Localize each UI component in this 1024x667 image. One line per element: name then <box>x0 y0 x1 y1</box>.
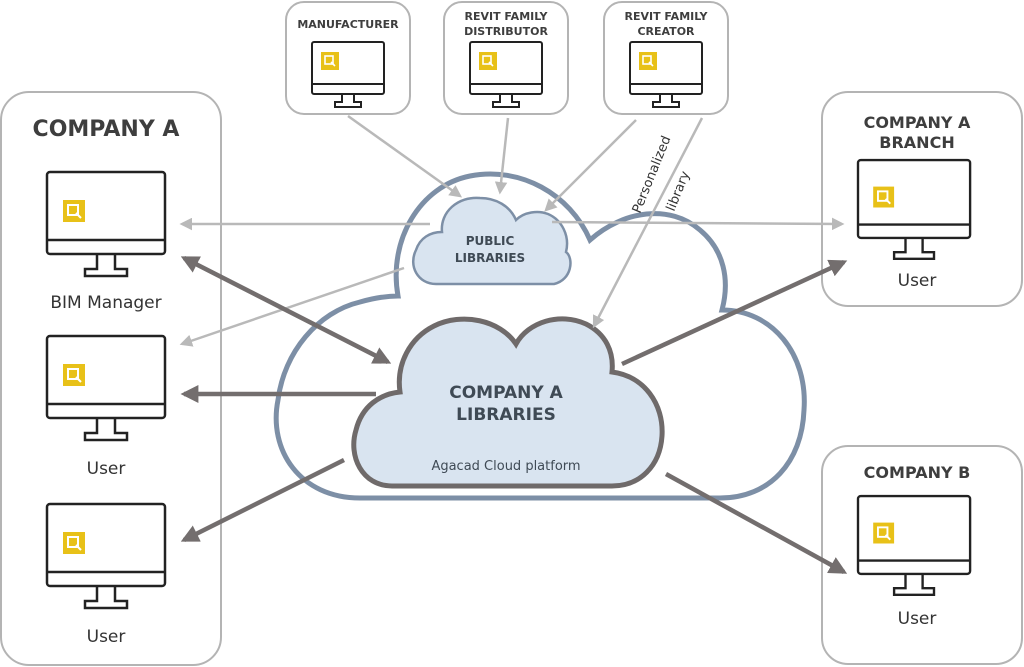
personalized-label-2: library <box>664 169 694 214</box>
arrow-libraries-to-user2 <box>180 457 346 543</box>
company-b-title: COMPANY B <box>864 463 971 482</box>
distributor-label-2: DISTRIBUTOR <box>464 25 548 38</box>
branch-title-2: BRANCH <box>879 133 954 152</box>
user2-label: User <box>87 627 126 647</box>
public-libraries-label-1: PUBLIC <box>466 234 515 248</box>
distributor-label-1: REVIT FAMILY <box>465 10 549 23</box>
branch-user-label: User <box>898 271 937 291</box>
creator-label-1: REVIT FAMILY <box>625 10 709 23</box>
bim-manager-label: BIM Manager <box>50 293 161 313</box>
public-libraries-label-2: LIBRARIES <box>455 251 525 265</box>
arrow-libraries-to-branch <box>621 259 848 367</box>
platform-label: Agacad Cloud platform <box>431 459 580 474</box>
company-b-user-label: User <box>898 609 937 629</box>
public-libraries-cloud <box>411 196 572 286</box>
arrow-manufacturer-to-public <box>347 114 463 198</box>
manufacturer-label: MANUFACTURER <box>297 18 399 31</box>
user1-label: User <box>87 459 126 479</box>
creator-label-2: CREATOR <box>637 25 695 38</box>
company-libraries-cloud <box>351 316 665 489</box>
arrow-creator-to-public <box>544 119 637 212</box>
company-a-title: COMPANY A <box>33 117 180 142</box>
company-libraries-label-2: LIBRARIES <box>456 405 556 425</box>
company-libraries-label-1: COMPANY A <box>449 383 563 403</box>
branch-title-1: COMPANY A <box>864 113 971 132</box>
arrow-public-to-branch <box>551 217 845 231</box>
arrow-distributor-to-public <box>494 117 510 195</box>
arrow-bim-manager-company-libraries <box>180 255 392 365</box>
arrow-libraries-to-company-b <box>664 472 848 574</box>
